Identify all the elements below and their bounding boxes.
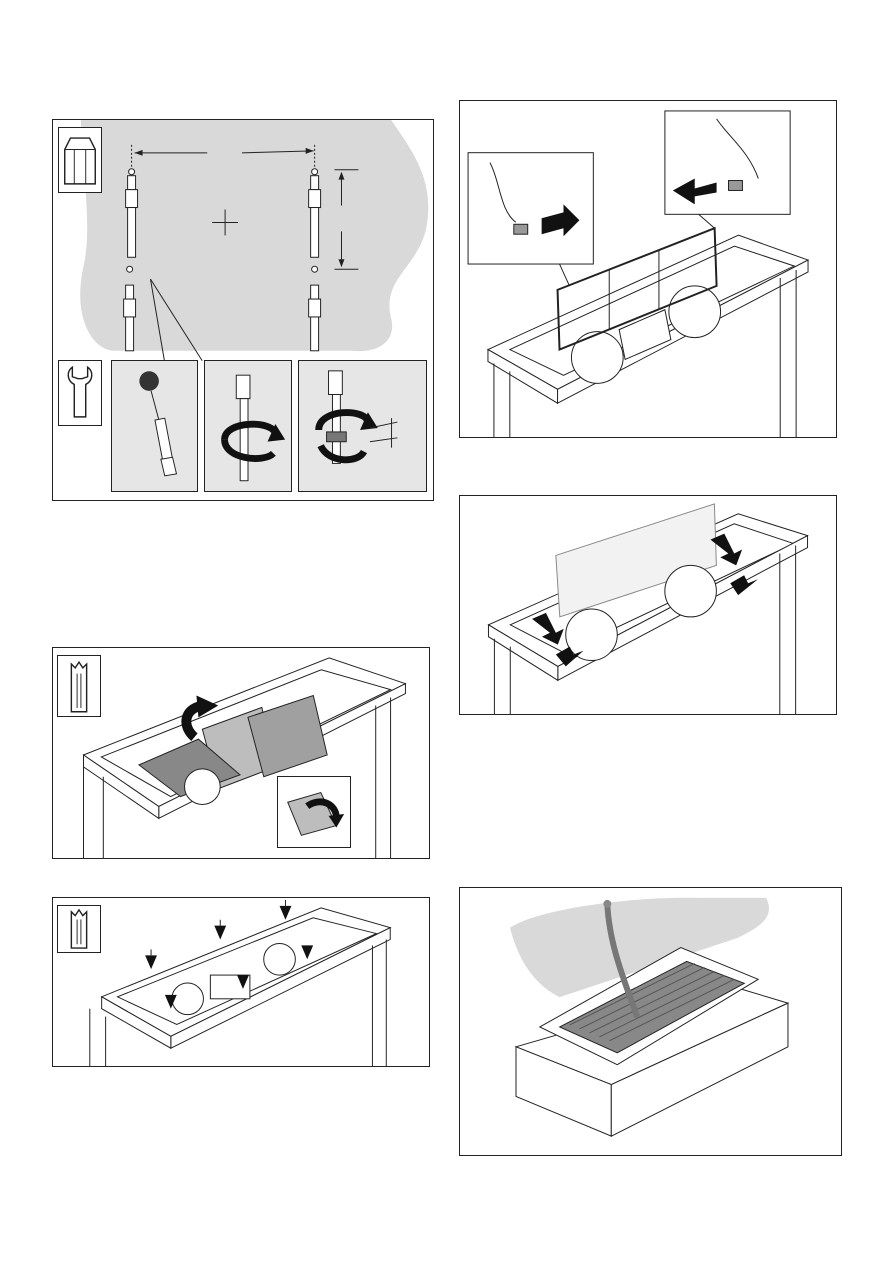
- hex-socket-icon: [58, 127, 102, 193]
- screws-illustration: [53, 898, 429, 1066]
- bolt-dowel-step: [111, 360, 198, 492]
- panel-mounting-bolts: [52, 119, 434, 501]
- panel-insert-screws: [52, 897, 430, 1067]
- insert-filter-illustration: [460, 496, 836, 714]
- panel-suspend-unit: [459, 887, 842, 1156]
- panel-insert-grease-filter: [459, 495, 837, 715]
- clip-detail-inset: [277, 776, 351, 848]
- bolt-screw-step: [204, 360, 292, 492]
- remove-filter-illustration: [460, 101, 836, 437]
- panel-remove-grease-filter: [459, 100, 837, 438]
- torx-screwdriver-icon: [57, 905, 101, 953]
- bolt-nut-step: [298, 360, 427, 492]
- panel-remove-cover-plate: [52, 647, 430, 859]
- cover-plate-illustration: [53, 648, 429, 858]
- open-wrench-icon: [58, 360, 102, 426]
- suspend-unit-illustration: [460, 888, 841, 1155]
- torx-screwdriver-icon: [57, 655, 101, 717]
